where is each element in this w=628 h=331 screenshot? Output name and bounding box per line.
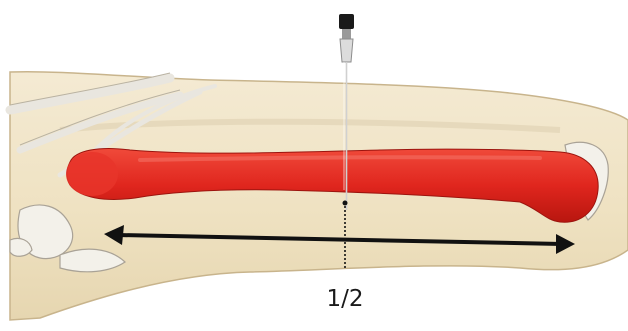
midpoint-label: 1/2: [0, 286, 628, 312]
bone-head: [66, 152, 118, 196]
